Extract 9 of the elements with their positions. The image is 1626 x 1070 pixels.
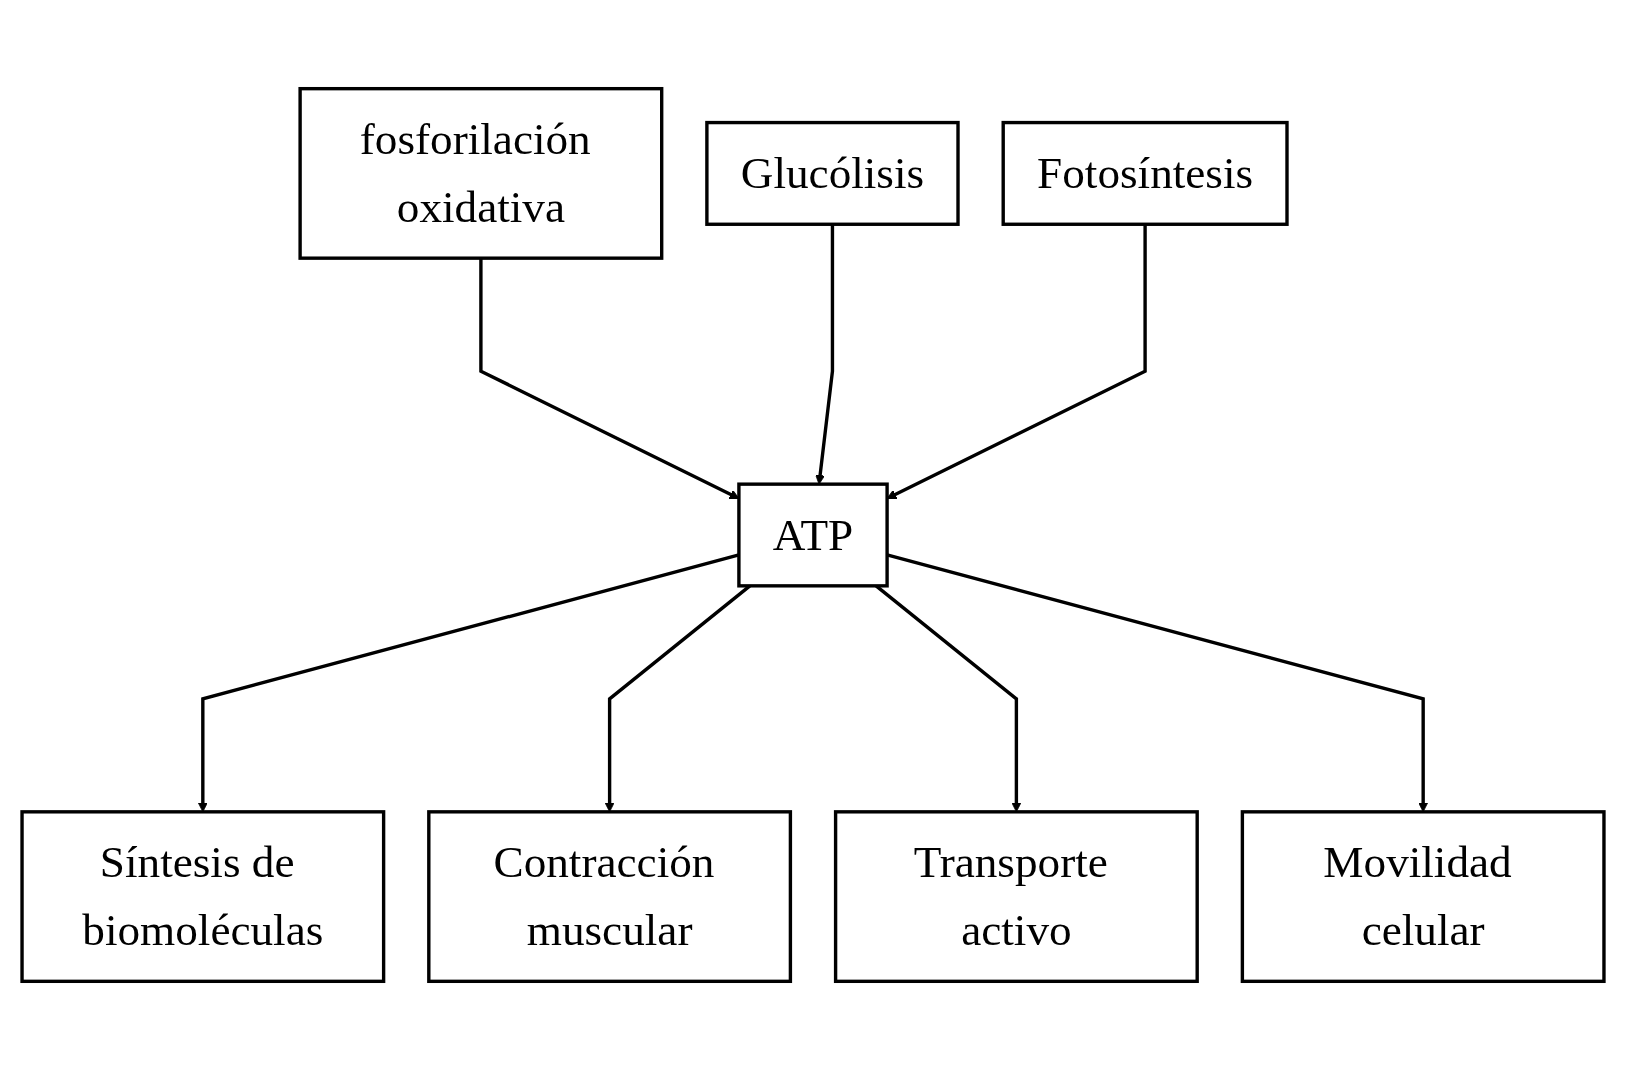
node-box: ATP [737, 482, 889, 588]
node-box: Síntesis de biomoléculas [20, 810, 386, 984]
node-box: Transporte activo [833, 810, 1199, 984]
node-box: Fotosíntesis [1001, 120, 1289, 226]
node-box: Contracción muscular [427, 810, 793, 984]
arrow [815, 224, 835, 485]
node-box: fosforilación oxidativa [298, 86, 664, 260]
node-box: Glucólisis [705, 120, 960, 226]
node-box: Movilidad celular [1240, 810, 1606, 984]
